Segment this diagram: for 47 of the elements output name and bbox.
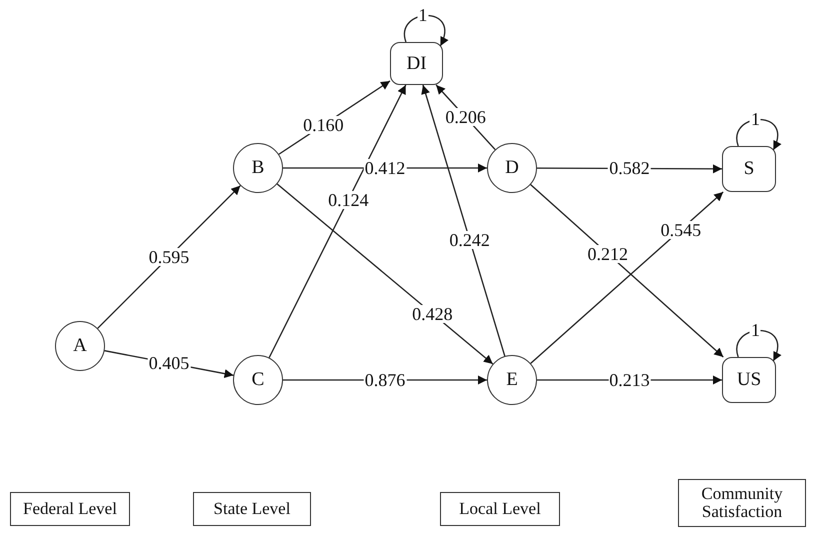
node-label: DI <box>406 54 427 74</box>
arrow <box>276 184 494 364</box>
variable-circle <box>233 143 283 193</box>
outcome-box <box>722 357 776 403</box>
edge-label: 0.213 <box>608 371 651 389</box>
edge-label: 1 <box>750 110 761 128</box>
level-box <box>678 479 806 527</box>
arrow <box>421 84 506 356</box>
node-label: D <box>505 158 519 178</box>
node-label: Community Satisfaction <box>700 485 784 521</box>
level-box <box>440 492 560 526</box>
node-label: A <box>73 336 87 356</box>
outcome-box <box>390 42 443 85</box>
edge-label: 0.582 <box>608 159 651 178</box>
level-box <box>10 492 130 526</box>
outcome-box <box>722 146 776 192</box>
edge-label: 0.595 <box>148 248 190 266</box>
level-box <box>193 492 311 526</box>
edge-label: 0.124 <box>327 190 370 208</box>
arrow <box>268 84 406 358</box>
edge-label: 0.160 <box>302 116 345 134</box>
edge-label: 1 <box>750 321 761 339</box>
node-label: B <box>252 158 264 178</box>
arrow <box>97 185 241 329</box>
variable-circle <box>487 355 537 405</box>
node-label: C <box>252 370 264 390</box>
edge-label: 0.242 <box>448 230 491 248</box>
node-label: State Level <box>214 500 290 518</box>
node-label: Local Level <box>459 500 541 518</box>
self-loop-arrow <box>736 330 781 362</box>
node-label: S <box>744 159 754 179</box>
edge-label: 0.206 <box>444 108 487 126</box>
node-label: E <box>506 370 518 390</box>
edge-label: 0.545 <box>660 220 702 239</box>
edge-label: 0.405 <box>148 354 190 372</box>
variable-circle <box>55 321 105 371</box>
edge-label: 0.428 <box>411 304 454 323</box>
edge-label: 0.876 <box>364 371 406 389</box>
edge-label: 1 <box>417 6 428 24</box>
node-label: Federal Level <box>23 500 117 518</box>
self-loop-arrow <box>736 118 781 150</box>
node-label: US <box>736 370 762 390</box>
variable-circle <box>487 143 537 193</box>
variable-circle <box>233 355 283 405</box>
edge-label: 0.212 <box>586 244 629 263</box>
edge-label: 0.412 <box>364 159 406 177</box>
self-loop-arrow <box>404 14 448 46</box>
